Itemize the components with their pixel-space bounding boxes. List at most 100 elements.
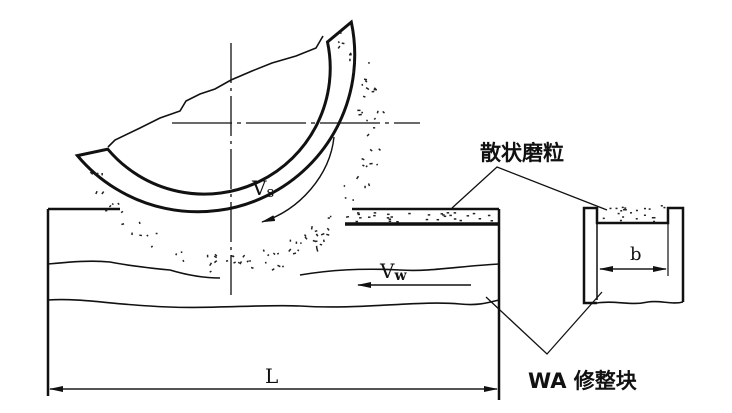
abrasive-grain — [310, 225, 313, 230]
abrasive-grain — [337, 41, 340, 44]
abrasive-grain — [355, 175, 360, 180]
abrasive-grain — [358, 113, 362, 116]
abrasive-grain — [635, 218, 638, 220]
abrasive-grain — [237, 261, 241, 264]
abrasive-grain — [213, 255, 218, 259]
abrasive-grain — [620, 210, 623, 212]
abrasive-grain — [239, 261, 243, 265]
abrasive-grain — [623, 209, 626, 211]
abrasive-grain — [653, 220, 656, 223]
abrasive-grain — [271, 268, 275, 271]
abrasive-grain — [356, 212, 360, 214]
abrasive-grain — [643, 207, 646, 210]
abrasive-grain — [303, 234, 307, 237]
abrasive-grain — [352, 70, 355, 74]
abrasive-grain — [288, 248, 292, 253]
abrasive-grain — [276, 252, 280, 255]
abrasive-grain — [343, 184, 346, 188]
abrasive-grain — [233, 261, 236, 264]
abrasive-grain — [320, 232, 325, 236]
abrasive-grain — [427, 214, 431, 216]
abrasive-grain — [326, 227, 330, 231]
abrasive-grain — [490, 220, 494, 222]
abrasive-grain — [314, 229, 318, 233]
abrasive-grain — [440, 213, 444, 215]
abrasive-grain — [111, 202, 114, 206]
abrasive-grain — [150, 245, 154, 248]
abrasive-grain — [326, 233, 330, 236]
abrasive-grain — [615, 207, 618, 210]
abrasive-grain — [89, 171, 94, 175]
abrasive-grain — [316, 248, 319, 252]
wheel-break-edge — [107, 35, 324, 148]
abrasive-grain — [206, 254, 209, 258]
abrasive-grain — [624, 207, 627, 209]
abrasive-grain — [94, 172, 97, 175]
abrasive-grain — [349, 53, 352, 56]
abrasive-grain — [364, 80, 368, 83]
abrasive-grain — [622, 216, 625, 218]
abrasive-grain — [267, 253, 270, 257]
abrasive-grain — [643, 214, 646, 217]
workpiece — [46, 207, 501, 400]
abrasive-grain — [449, 214, 452, 217]
abrasive-grain — [281, 265, 285, 268]
abrasive-grain — [367, 62, 370, 64]
abrasive-grain — [363, 78, 368, 81]
work-speed-label: Vw — [379, 259, 407, 284]
abrasive-grain — [213, 260, 218, 264]
abrasive-grain — [345, 215, 350, 219]
abrasive-grain — [277, 264, 281, 268]
wheel-rotation-arrow — [261, 136, 335, 223]
wheel-speed-label: Vs — [251, 176, 274, 201]
abrasive-grain — [373, 88, 377, 91]
abrasive-grain — [250, 266, 254, 269]
abrasive-grain — [344, 197, 347, 199]
abrasive-grain — [292, 252, 297, 255]
abrasive-grain — [146, 234, 149, 237]
length-label: L — [265, 364, 278, 388]
abrasive-grain — [443, 215, 447, 218]
abrasive-grain — [108, 204, 112, 208]
abrasive-grain — [436, 218, 440, 221]
abrasive-grain — [663, 206, 666, 209]
workpiece-lower-break-line — [47, 298, 500, 309]
abrasive-grain — [242, 254, 246, 258]
abrasive-grain — [619, 219, 622, 222]
abrasive-grain — [425, 218, 429, 221]
abrasive-grain — [364, 185, 366, 189]
abrasive-grain — [373, 214, 376, 217]
grinding-wheel — [74, 19, 385, 273]
abrasive-grain — [117, 202, 120, 206]
abrasive-grain — [327, 217, 331, 219]
abrasive-grain — [388, 220, 392, 223]
abrasive-grain — [446, 212, 450, 214]
abrasive-grain — [459, 219, 463, 222]
abrasive-grain — [295, 241, 298, 244]
abrasive-grain — [367, 216, 371, 218]
workpiece-upper-break-line — [47, 260, 500, 279]
abrasive-grain — [297, 249, 300, 252]
abrasive-grain — [349, 58, 351, 62]
abrasive-grain — [478, 217, 482, 220]
abrasive-grain — [299, 242, 302, 245]
abrasive-grain — [369, 148, 373, 152]
abrasive-grain — [382, 110, 385, 114]
abrasive-grain — [155, 232, 158, 235]
abrasive-grain — [408, 212, 411, 215]
abrasive-grain — [630, 212, 633, 214]
abrasive-grain — [390, 216, 393, 218]
abrasive-grain — [453, 218, 457, 220]
abrasive-grain — [653, 216, 656, 219]
abrasive-grain — [621, 206, 624, 209]
abrasive-grain — [453, 212, 457, 214]
abrasive-grain — [138, 221, 141, 225]
abrasive-grain — [487, 214, 491, 217]
abrasive-grain — [367, 183, 371, 187]
abrasive-grain — [365, 87, 370, 91]
loose-abrasive-label: 散状磨粒 — [480, 141, 564, 165]
abrasive-grain — [341, 42, 345, 45]
abrasive-grain — [339, 32, 342, 34]
abrasive-grain — [635, 209, 638, 212]
abrasive-grain — [121, 223, 125, 226]
